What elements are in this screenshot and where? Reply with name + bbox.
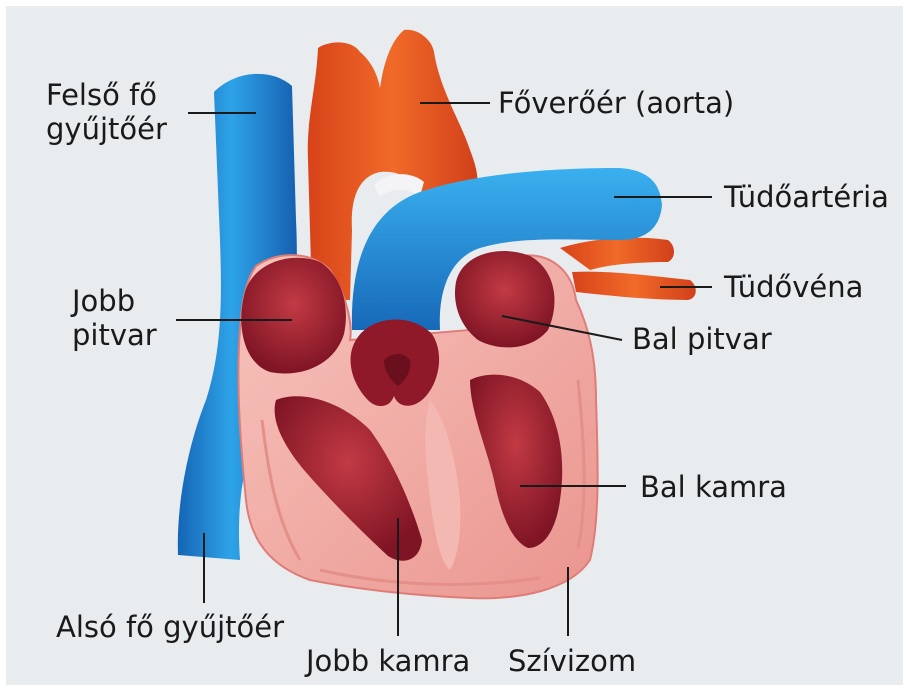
label-pulmonary-artery: Tüdőartéria bbox=[724, 180, 889, 214]
label-inferior-vena-cava: Alsó fő gyűjtőér bbox=[56, 610, 284, 644]
label-superior-vena-cava: Felső fő gyűjtőér bbox=[46, 78, 167, 146]
pulmonary-vein-shape bbox=[560, 238, 696, 300]
label-aorta: Főverőér (aorta) bbox=[498, 86, 734, 120]
label-right-ventricle: Jobb kamra bbox=[306, 644, 470, 678]
label-superior-vena-cava-line1: Felső fő bbox=[46, 78, 167, 112]
label-left-atrium: Bal pitvar bbox=[632, 322, 772, 356]
label-superior-vena-cava-line2: gyűjtőér bbox=[46, 112, 167, 146]
label-right-atrium: Jobb pitvar bbox=[72, 284, 157, 352]
label-pulmonary-vein: Tüdővéna bbox=[724, 270, 863, 304]
label-right-atrium-line1: Jobb bbox=[72, 284, 157, 318]
label-right-atrium-line2: pitvar bbox=[72, 318, 157, 352]
label-myocardium: Szívizom bbox=[508, 644, 636, 678]
label-left-ventricle: Bal kamra bbox=[640, 470, 787, 504]
